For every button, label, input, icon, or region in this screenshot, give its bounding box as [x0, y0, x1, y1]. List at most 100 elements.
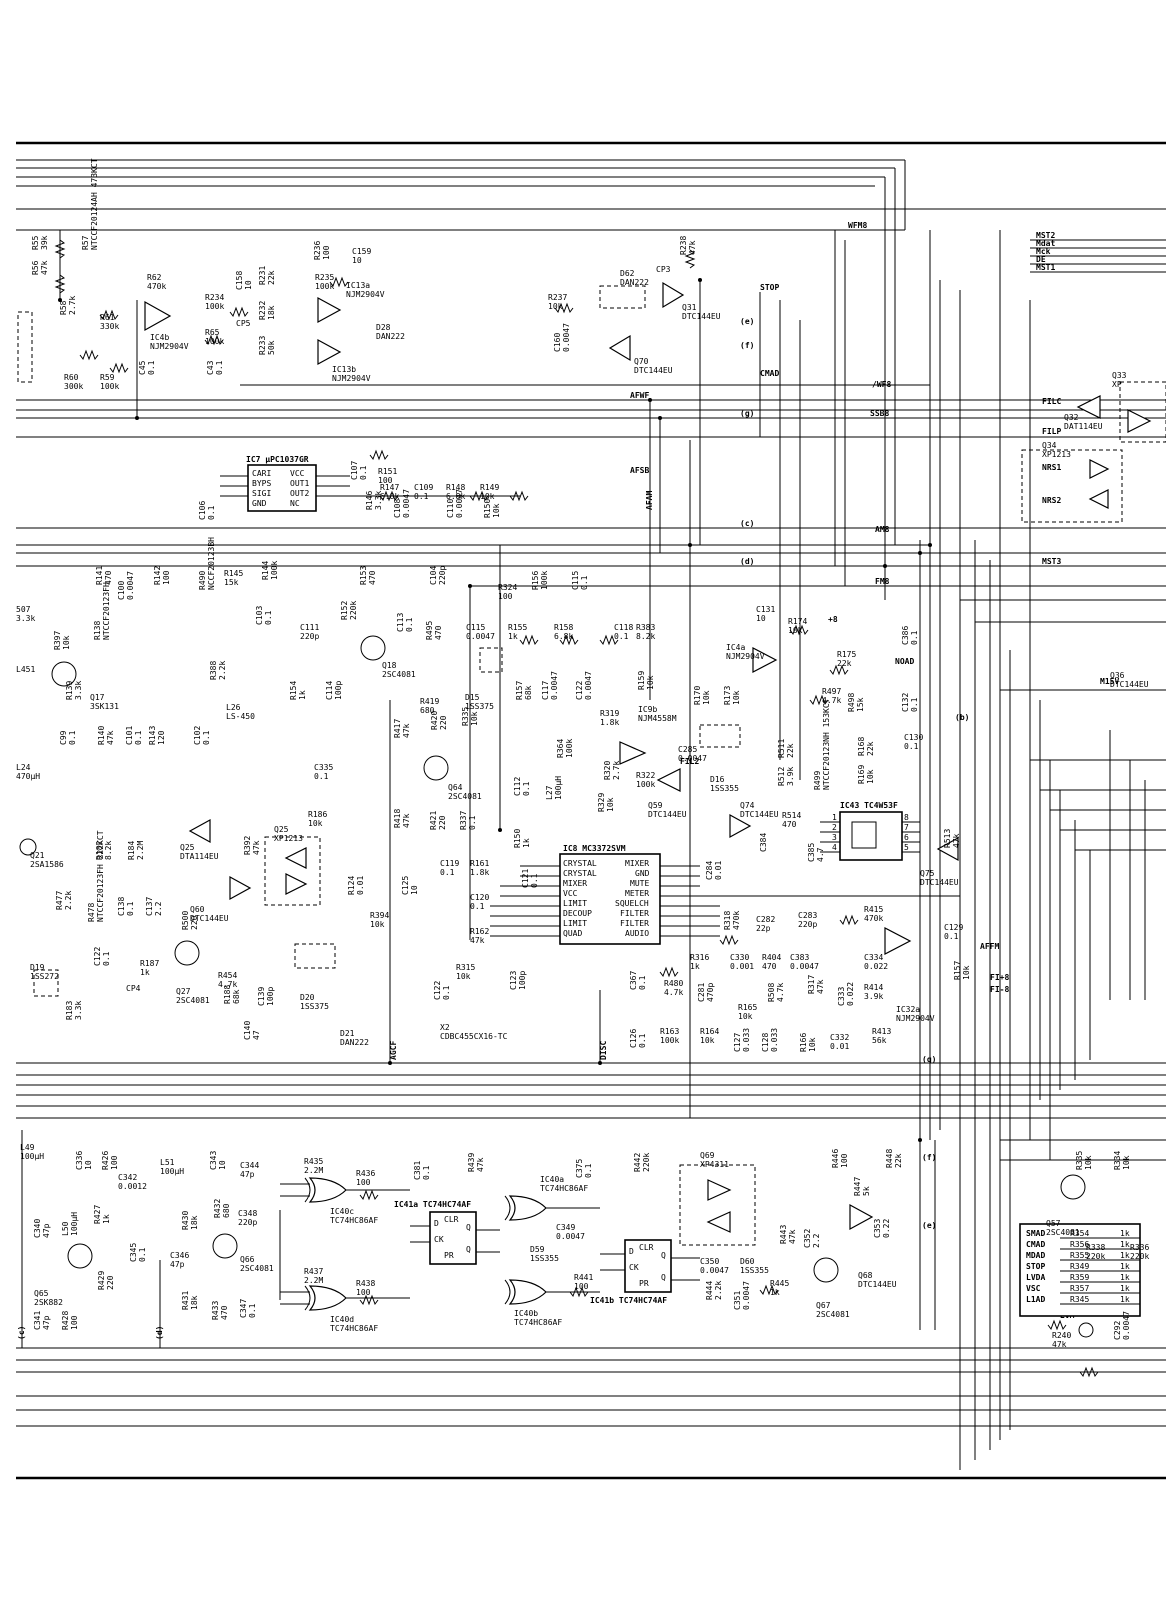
part-value: 100 — [162, 570, 171, 585]
part-value: 22k — [866, 741, 875, 756]
part-value: 47k — [816, 979, 825, 994]
part-cp4: CP4 — [126, 984, 141, 993]
control-line-text: R349 — [1070, 1262, 1089, 1271]
ic8-pin-quad: QUAD — [563, 929, 582, 938]
part-ref: Q25 — [274, 825, 289, 834]
part-value: 2.2 — [812, 1233, 821, 1248]
part-value: 0.022 — [864, 962, 888, 971]
part-value: XP1213 — [274, 834, 303, 843]
part-value: 0.0047 — [700, 1266, 729, 1275]
part-ref: R419 — [420, 697, 439, 706]
part-ref: R156 — [531, 571, 540, 590]
part-ref: R442 — [633, 1153, 642, 1172]
part-ref: C353 — [873, 1219, 882, 1238]
part-ref: C121 — [521, 869, 530, 888]
ic7-pin-nc: NC — [290, 499, 300, 508]
part-ref: R187 — [140, 959, 159, 968]
net-d-2: (d) — [155, 1326, 164, 1340]
part-ref: R490 — [198, 571, 207, 590]
part-ref: IC40a — [540, 1175, 564, 1184]
part-value: 100μH — [160, 1167, 184, 1176]
ic8-pin-meter: METER — [625, 889, 649, 898]
net-mst3: MST3 — [1042, 557, 1061, 566]
ic8-pin-limit: LIMIT — [563, 899, 587, 908]
ic8-pin-limit-2: LIMIT — [563, 919, 587, 928]
control-line-text: 1k — [1120, 1240, 1130, 1249]
part-ref: C101 — [125, 726, 134, 745]
control-line-block — [1019, 1223, 1141, 1317]
part-ref: R147 — [380, 483, 399, 492]
part-ref: C336 — [75, 1151, 84, 1170]
part-value: 47k — [470, 936, 485, 945]
svg-text:3: 3 — [832, 833, 837, 842]
part-value: 0.0047 — [584, 671, 593, 700]
part-ref: R144 — [261, 561, 270, 580]
part-ref: R443 — [779, 1225, 788, 1244]
part-ref: R159 — [637, 671, 646, 690]
part-value: NJM2904V — [896, 1014, 935, 1023]
part-value: 220p — [438, 566, 447, 585]
part-value: 100 — [356, 1178, 371, 1187]
part-value: 0.1 — [468, 815, 477, 830]
part-ref: R60 — [64, 373, 79, 382]
part-ref: C348 — [238, 1209, 257, 1218]
part-value: 47k — [1052, 1340, 1067, 1349]
part-ref: C344 — [240, 1161, 259, 1170]
part-ref: R446 — [831, 1149, 840, 1168]
part-value: 100 — [378, 476, 393, 485]
ic41b-pin-qn: Q — [661, 1273, 666, 1282]
part-cp5: CP5 — [236, 319, 251, 328]
part-value: 10 — [756, 614, 766, 623]
part-value: 680 — [420, 706, 435, 715]
part-value: 1k — [522, 838, 531, 848]
part-value: 47k — [402, 813, 411, 828]
part-ref: R233 — [258, 336, 267, 355]
part-ref: R150 — [483, 499, 492, 518]
part-ref: D15 — [465, 693, 480, 702]
part-value: DAT114EU — [1064, 422, 1103, 431]
part-ref: R478 — [87, 903, 96, 922]
ic7-pin-out2: OUT2 — [290, 489, 309, 498]
control-line-text: R359 — [1070, 1273, 1089, 1282]
part-value: 2.2 — [154, 901, 163, 916]
part-ref: IC9b — [638, 705, 657, 714]
part-value: DTC144EU — [190, 914, 229, 923]
part-value: 39k — [40, 235, 49, 250]
part-value: 10 — [352, 256, 362, 265]
part-value: 10k — [606, 797, 615, 812]
part-value: 0.1 — [944, 932, 959, 941]
part-ref: R514 — [782, 811, 801, 820]
part-value: 0.0047 — [466, 632, 495, 641]
part-ref: R169 — [857, 765, 866, 784]
part-value: 47k — [402, 723, 411, 738]
